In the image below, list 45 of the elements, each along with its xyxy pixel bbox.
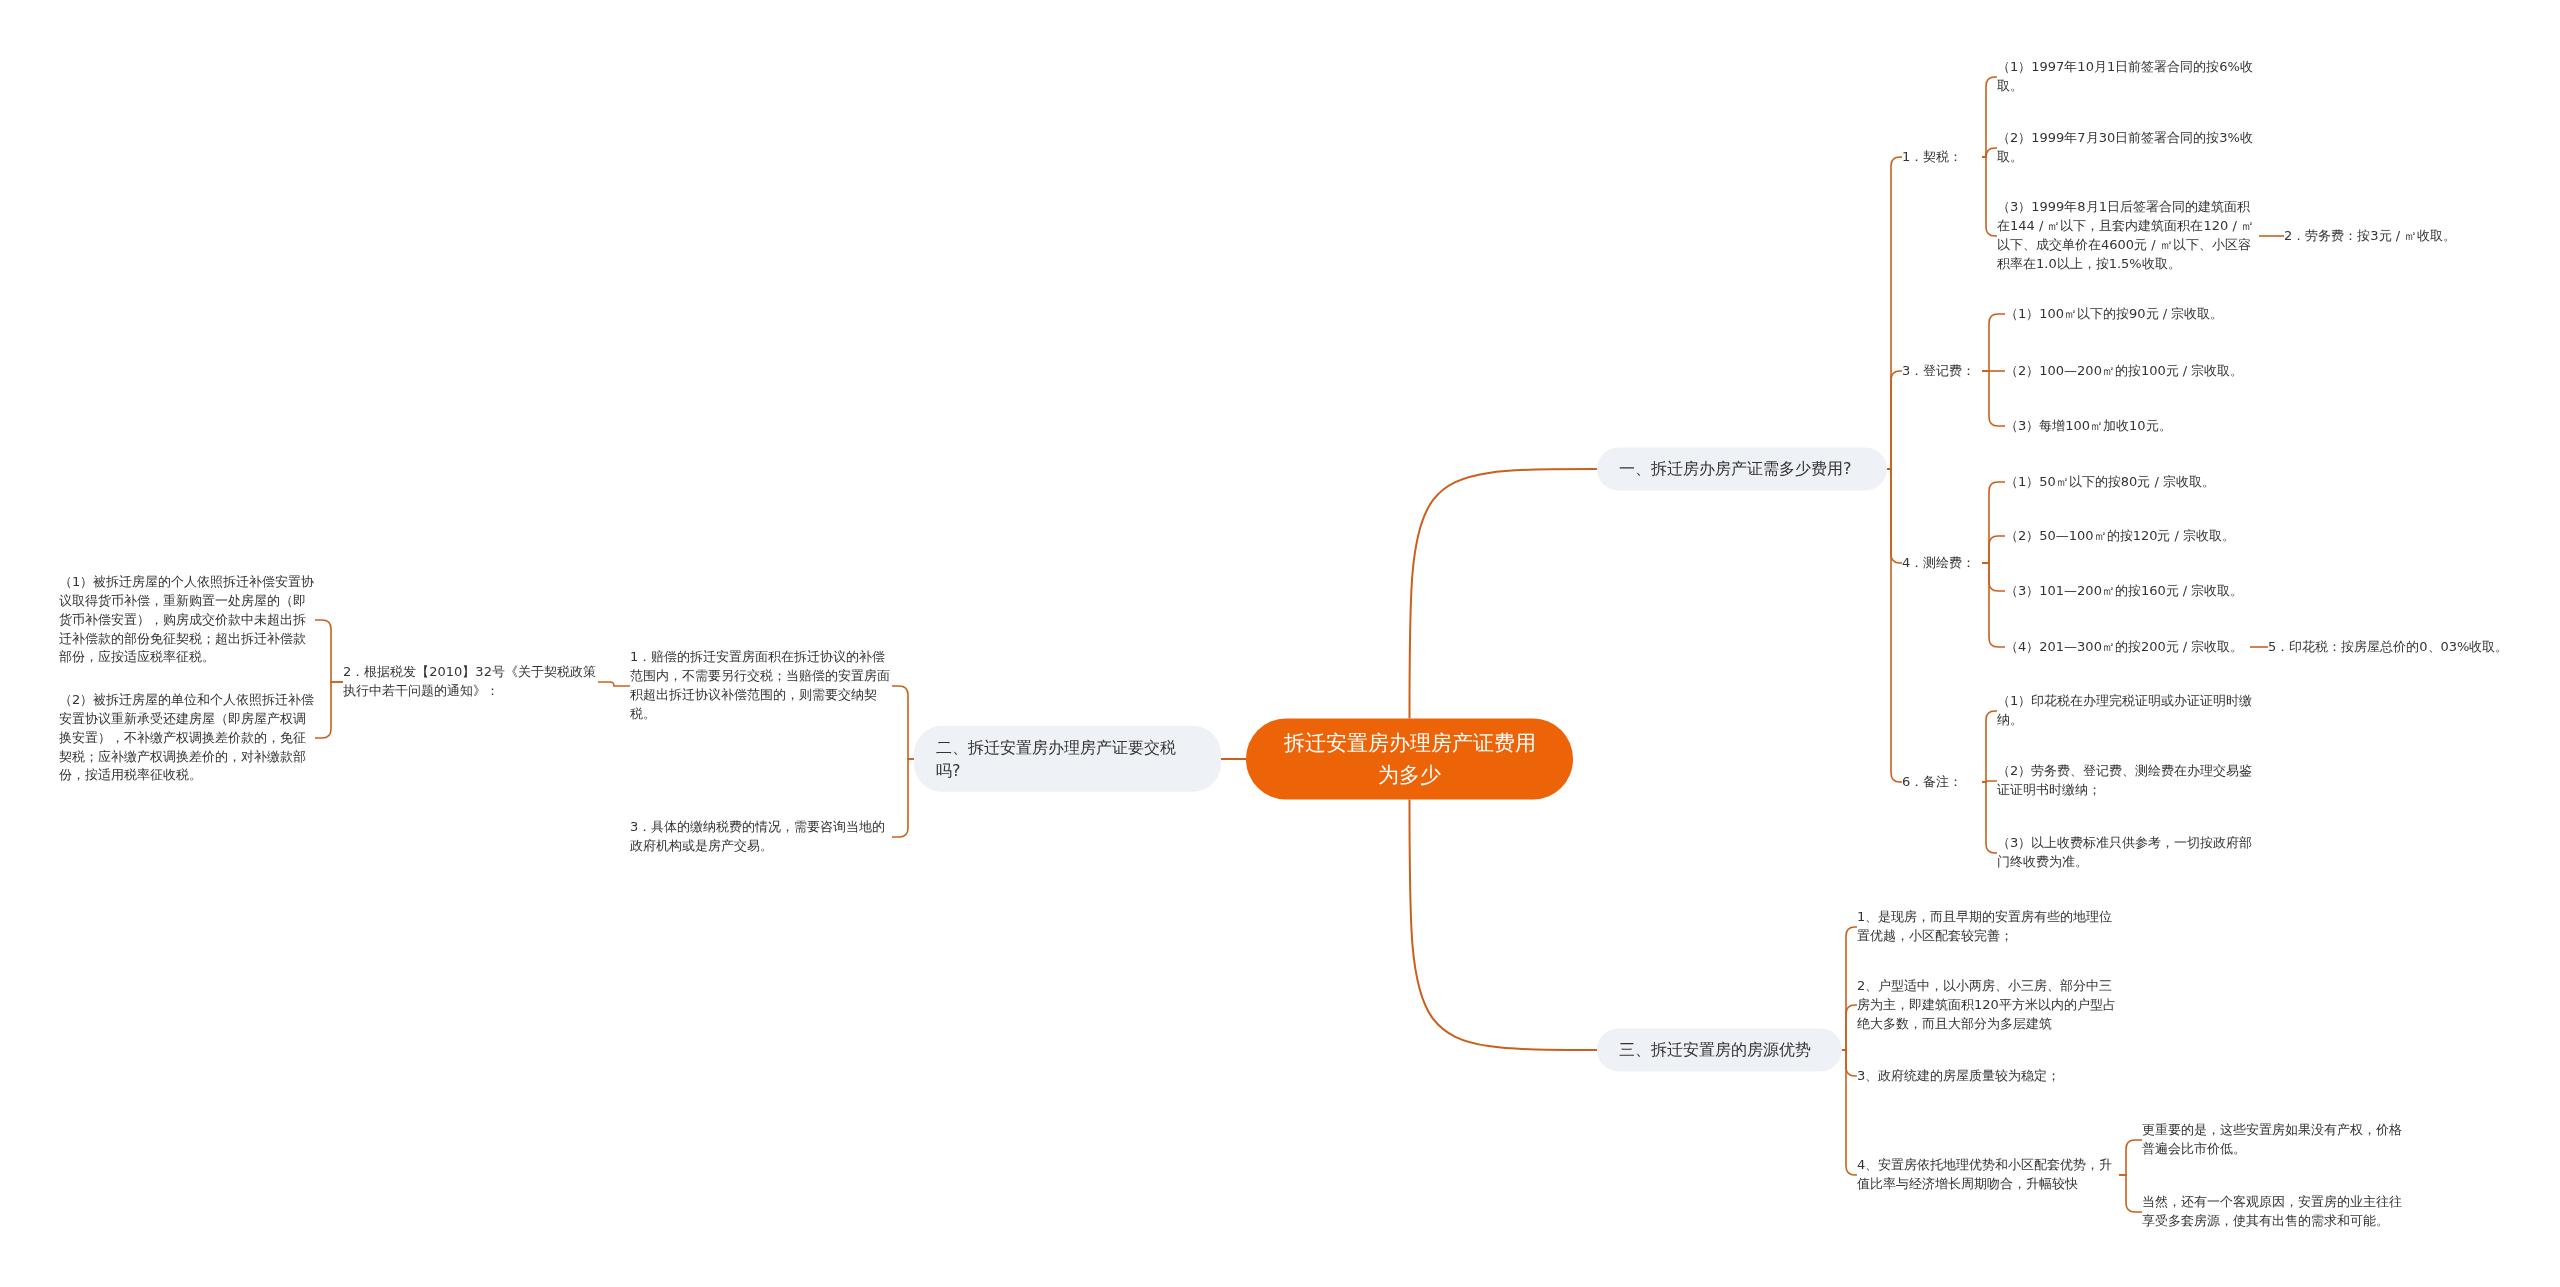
- topic-pill: 三、拆迁安置房的房源优势: [1597, 1028, 1842, 1072]
- topic-pill: 二、拆迁安置房办理房产证要交税吗?: [914, 725, 1221, 793]
- connector: [1220, 758, 1247, 760]
- topic-text: 3．登记费：: [1902, 361, 1982, 381]
- topic-text: 4、安置房依托地理优势和小区配套优势，升值比率与经济增长周期吻合，升幅较快: [1857, 1156, 2119, 1194]
- topic-text: （3）101—200㎡的按160元 / 宗收取。: [2005, 581, 2265, 601]
- topic-text: （3）每增100㎡加收10元。: [2005, 416, 2265, 436]
- topic-text: 1、是现房，而且早期的安置房有些的地理位置优越，小区配套较完善；: [1857, 908, 2119, 946]
- topic-text: 2．根据税发【2010】32号《关于契税政策执行中若干问题的通知》：: [343, 663, 598, 701]
- connector: [1408, 468, 1598, 720]
- topic-text: 3．具体的缴纳税费的情况，需要咨询当地的政府机构或是房产交易。: [630, 818, 892, 856]
- topic-text: （3）以上收费标准只供参考，一切按政府部门终收费为准。: [1997, 834, 2259, 872]
- topic-text: （1）1997年10月1日前签署合同的按6%收取。: [1997, 58, 2259, 96]
- topic-text: （2）50—100㎡的按120元 / 宗收取。: [2005, 526, 2265, 546]
- topic-text: （4）201—300㎡的按200元 / 宗收取。: [2005, 637, 2250, 657]
- connector: [1981, 562, 2006, 648]
- topic-text: 5．印花税：按房屋总价的0、03%收取。: [2268, 637, 2558, 657]
- topic-text: （2）100—200㎡的按100元 / 宗收取。: [2005, 361, 2265, 381]
- connector: [597, 681, 631, 687]
- topic-text: （2）1999年7月30日前签署合同的按3%收取。: [1997, 129, 2259, 167]
- topic-text: （2）被拆迁房屋的单位和个人依照拆迁补偿安置协议重新承受还建房屋（即房屋产权调换安置），不补缴产权调换差价款的，免征契税；应补缴产权调换差价的，对补缴款部份，按适用税率征收税。: [59, 690, 315, 786]
- connector: [1981, 781, 1998, 854]
- topic-text: 6．备注：: [1902, 772, 1982, 792]
- topic-text: 当然，还有一个客观原因，安置房的业主往往享受多套房源，使其有出售的需求和可能。: [2142, 1193, 2404, 1231]
- topic-text: （2）劳务费、登记费、测绘费在办理交易鉴证证明书时缴纳；: [1997, 762, 2259, 800]
- topic-text: 1．赔偿的拆迁安置房面积在拆迁协议的补偿范围内，不需要另行交税；当赔偿的安置房面积超出拆迁协议补偿范围的，则需要交纳契税。: [630, 648, 892, 724]
- topic-text: 3、政府统建的房屋质量较为稳定；: [1857, 1066, 2119, 1086]
- topic-text: （1）印花税在办理完税证明或办证证明时缴纳。: [1997, 692, 2259, 730]
- connector: [1981, 156, 1998, 237]
- topic-pill: 一、拆迁房办房产证需多少费用?: [1597, 447, 1887, 491]
- topic-text: 2、户型适中，以小两房、小三房、部分中三房为主，即建筑面积120平方米以内的户型占绝大多数，而且大部分为多层建筑: [1857, 976, 2119, 1034]
- connector: [2118, 1174, 2143, 1213]
- topic-text: 1．契税：: [1902, 147, 1982, 167]
- topic-text: 4．测绘费：: [1902, 553, 1982, 573]
- topic-text: 更重要的是，这些安置房如果没有产权，价格普遍会比市价低。: [2142, 1121, 2404, 1159]
- topic-text: 2．劳务费：按3元 / ㎡收取。: [2284, 226, 2544, 246]
- topic-text: （1）被拆迁房屋的个人依照拆迁补偿安置协议取得货币补偿，重新购置一处房屋的（即货币补偿安置），购房成交价款中未超出拆迁补偿款的部份免征契税；超出拆迁补偿款部份，应按适应税率征税。: [59, 572, 315, 668]
- topic-text: （3）1999年8月1日后签署合同的建筑面积在144 / ㎡以下，且套内建筑面积在120 / ㎡以下、成交单价在4600元 / ㎡以下、小区容积率在1.0以上，按1.5%收取。: [1997, 198, 2259, 274]
- topic-text: （1）100㎡以下的按90元 / 宗收取。: [2005, 304, 2265, 324]
- connector: [1981, 370, 2006, 427]
- connector: [2258, 235, 2285, 237]
- topic-text: （1）50㎡以下的按80元 / 宗收取。: [2005, 472, 2265, 492]
- connector: [1408, 798, 1598, 1051]
- connector: [2249, 646, 2269, 648]
- central-topic: 拆迁安置房办理房产证费用为多少: [1246, 718, 1573, 800]
